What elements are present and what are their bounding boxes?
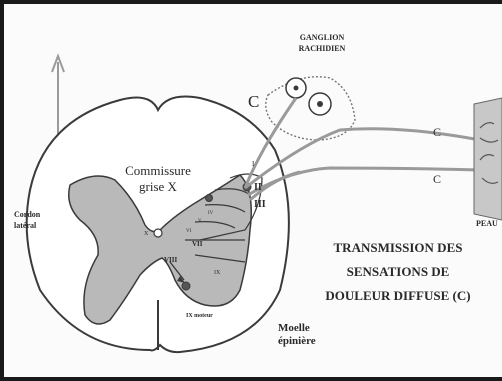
cordon-label-line1: Cordon bbox=[14, 210, 41, 219]
ganglion-label-line2: RACHIDIEN bbox=[299, 44, 346, 53]
moelle-label-line1: Moelle bbox=[278, 322, 310, 334]
title-line1: TRANSMISSION DES bbox=[334, 240, 463, 255]
cordon-label-line2: latéral bbox=[14, 221, 37, 230]
lamina-VI-small-label: VI bbox=[186, 229, 192, 234]
lamina-III-label: III bbox=[254, 199, 266, 210]
peau-label: PEAU bbox=[476, 219, 498, 228]
commissure-label-line2: grise X bbox=[139, 179, 178, 194]
fiber-c-lower-label: C bbox=[433, 172, 441, 186]
lamina-VII-label: VII bbox=[192, 240, 203, 248]
lamina-IX-label: IX bbox=[214, 270, 221, 276]
neuron-lamina-V bbox=[206, 195, 213, 202]
fiber-c-root-label: C bbox=[248, 92, 259, 111]
lamina-IV-small-label: IV bbox=[208, 211, 214, 216]
title-line2: SENSATIONS DE bbox=[347, 264, 450, 279]
lamina-II-label: II bbox=[254, 182, 262, 193]
central-canal bbox=[154, 229, 162, 237]
lamina-IX-motor-label: IX moteur bbox=[186, 313, 213, 319]
ganglion-label-line1: GANGLION bbox=[300, 33, 345, 42]
neuron-motor bbox=[182, 282, 190, 290]
fiber-c-upper-label: C bbox=[433, 125, 441, 139]
lamina-VIII-label: VIII bbox=[164, 256, 178, 264]
title-line3: DOULEUR DIFFUSE (C) bbox=[325, 288, 470, 303]
lamina-V-small-label: V bbox=[198, 219, 202, 224]
lamina-X-label: X bbox=[144, 231, 149, 237]
commissure-label-line1: Commissure bbox=[125, 163, 191, 178]
skin-block bbox=[474, 98, 502, 220]
moelle-label-line2: épinière bbox=[278, 335, 316, 347]
